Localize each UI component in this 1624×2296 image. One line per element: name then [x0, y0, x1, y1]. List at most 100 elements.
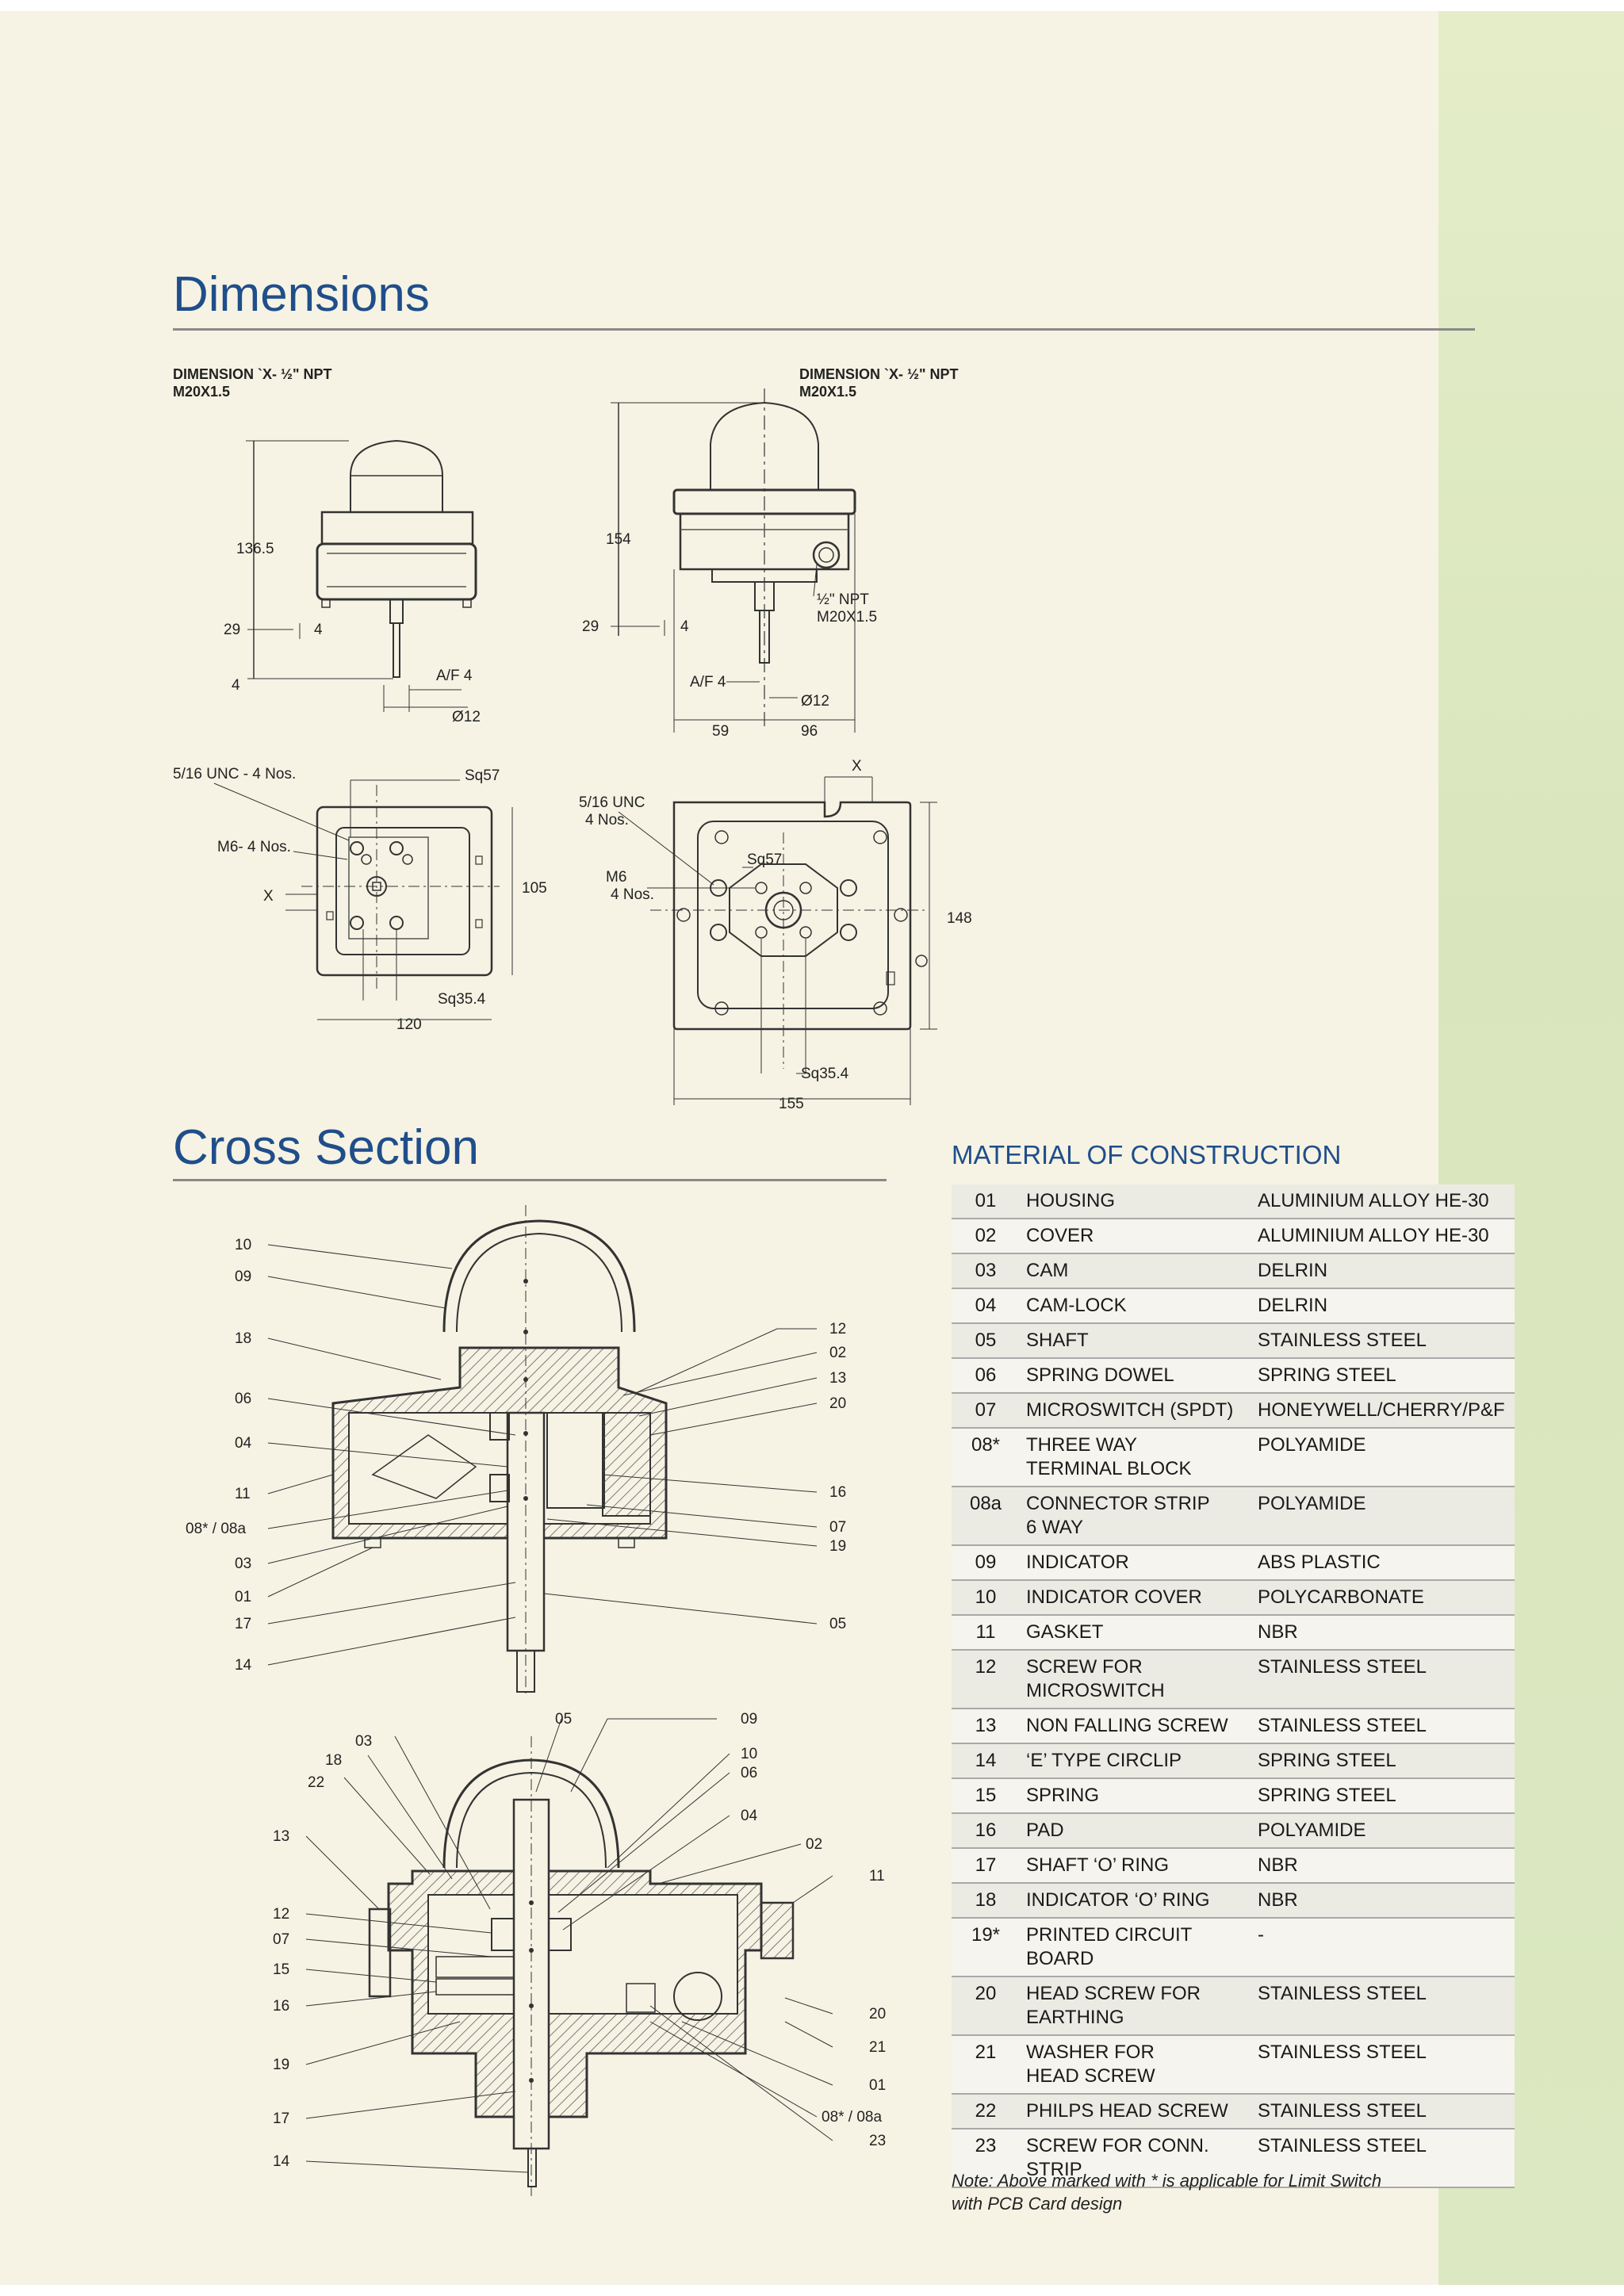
- part-number: 05: [952, 1323, 1020, 1359]
- part-material: STAINLESS STEEL: [1251, 1976, 1515, 2036]
- upper-label-05: 05: [829, 1616, 846, 1632]
- part-name: CAM: [1020, 1253, 1251, 1289]
- part-number: 08a: [952, 1487, 1020, 1546]
- part-name: PHILPS HEAD SCREW: [1020, 2094, 1251, 2130]
- upper-label-14: 14: [235, 1657, 252, 1674]
- side-left-dia: Ø12: [452, 709, 481, 725]
- part-material: HONEYWELL/CHERRY/P&F: [1251, 1393, 1515, 1429]
- side-right-title-2: M20X1.5: [799, 384, 856, 400]
- lower-label-17: 17: [273, 2110, 289, 2127]
- part-number: 23: [952, 2129, 1020, 2188]
- lower-label-13: 13: [273, 1828, 289, 1845]
- part-name: CONNECTOR STRIP 6 WAY: [1020, 1487, 1251, 1546]
- plan-right-unc-1: 5/16 UNC: [579, 794, 645, 811]
- side-right-offset: 29: [582, 618, 599, 635]
- part-material: STAINLESS STEEL: [1251, 2094, 1515, 2130]
- part-name: HEAD SCREW FOR EARTHING: [1020, 1976, 1251, 2036]
- lower-label-02: 02: [806, 1836, 822, 1853]
- upper-label-17: 17: [235, 1616, 251, 1632]
- part-number: 12: [952, 1650, 1020, 1709]
- part-material: STAINLESS STEEL: [1251, 1323, 1515, 1359]
- part-name: HOUSING: [1020, 1184, 1251, 1219]
- lower-label-10: 10: [741, 1746, 757, 1762]
- part-material: NBR: [1251, 1615, 1515, 1651]
- part-name: CAM-LOCK: [1020, 1288, 1251, 1324]
- part-number: 04: [952, 1288, 1020, 1324]
- side-left-title-1: DIMENSION `X- ½" NPT: [173, 366, 332, 382]
- upper-label-04: 04: [235, 1435, 252, 1452]
- part-material: SPRING STEEL: [1251, 1743, 1515, 1779]
- upper-label-06: 06: [235, 1391, 251, 1407]
- lower-label-07: 07: [273, 1931, 289, 1948]
- cross-section-heading: Cross Section: [173, 1120, 479, 1175]
- upper-label-16: 16: [829, 1484, 846, 1501]
- part-material: DELRIN: [1251, 1253, 1515, 1289]
- cross-section-upper-drawing: 10 09 18 06 04 11 08* / 08a 03 01 17 14 …: [186, 1205, 846, 1697]
- part-name: SHAFT ‘O’ RING: [1020, 1848, 1251, 1884]
- part-name: SHAFT: [1020, 1323, 1251, 1359]
- cross-section-rule: [173, 1179, 887, 1181]
- upper-label-10: 10: [235, 1237, 251, 1253]
- part-material: NBR: [1251, 1883, 1515, 1919]
- part-number: 14: [952, 1743, 1020, 1779]
- part-material: STAINLESS STEEL: [1251, 1650, 1515, 1709]
- upper-label-18: 18: [235, 1330, 251, 1347]
- table-row: 19*PRINTED CIRCUIT BOARD-: [952, 1918, 1515, 1977]
- footnote: Note: Above marked with * is applicable …: [952, 2171, 1382, 2214]
- part-name: INDICATOR COVER: [1020, 1580, 1251, 1616]
- part-name: SPRING DOWEL: [1020, 1358, 1251, 1394]
- plan-view-right-drawing: 5/16 UNC 4 Nos. M6 4 Nos. X Sq57 148 Sq3…: [579, 758, 972, 1112]
- upper-label-08: 08* / 08a: [186, 1521, 246, 1537]
- part-number: 15: [952, 1778, 1020, 1814]
- plan-left-sq354: Sq35.4: [438, 991, 486, 1008]
- upper-label-01: 01: [235, 1589, 251, 1605]
- side-right-right-w: 96: [801, 723, 818, 740]
- plan-right-m6-1: M6: [606, 869, 626, 886]
- lower-label-05: 05: [555, 1711, 572, 1728]
- lower-label-08: 08* / 08a: [822, 2109, 882, 2126]
- lower-label-04: 04: [741, 1808, 758, 1824]
- lower-label-06: 06: [741, 1765, 757, 1781]
- side-left-step: 4: [314, 622, 323, 638]
- part-material: SPRING STEEL: [1251, 1778, 1515, 1814]
- part-name: ‘E’ TYPE CIRCLIP: [1020, 1743, 1251, 1779]
- part-number: 10: [952, 1580, 1020, 1616]
- lower-label-19: 19: [273, 2057, 289, 2073]
- side-right-height: 154: [606, 531, 631, 548]
- plan-right-x: X: [852, 758, 862, 775]
- page-bottom-strip: [0, 2285, 1624, 2296]
- lower-label-22: 22: [308, 1774, 324, 1791]
- part-material: NBR: [1251, 1848, 1515, 1884]
- part-material: POLYAMIDE: [1251, 1813, 1515, 1849]
- lower-label-23: 23: [869, 2133, 886, 2149]
- part-name: GASKET: [1020, 1615, 1251, 1651]
- part-material: ALUMINIUM ALLOY HE-30: [1251, 1219, 1515, 1254]
- side-view-right-drawing: DIMENSION `X- ½" NPT M20X1.5 154 29 4 ½"…: [582, 366, 959, 740]
- part-number: 07: [952, 1393, 1020, 1429]
- part-material: ABS PLASTIC: [1251, 1545, 1515, 1581]
- part-name: THREE WAY TERMINAL BLOCK: [1020, 1428, 1251, 1487]
- lower-label-18: 18: [325, 1752, 342, 1769]
- part-number: 06: [952, 1358, 1020, 1394]
- part-number: 03: [952, 1253, 1020, 1289]
- plan-left-x: X: [263, 888, 274, 905]
- lower-label-03: 03: [355, 1733, 372, 1750]
- part-name: COVER: [1020, 1219, 1251, 1254]
- part-name: INDICATOR: [1020, 1545, 1251, 1581]
- part-name: WASHER FOR HEAD SCREW: [1020, 2035, 1251, 2095]
- cross-section-lower-drawing: 05 09 03 18 22 10 06 04 13 12 07 15 16 1…: [273, 1711, 886, 2196]
- plan-right-w155: 155: [779, 1096, 804, 1112]
- moc-heading: MATERIAL OF CONSTRUCTION: [952, 1140, 1342, 1169]
